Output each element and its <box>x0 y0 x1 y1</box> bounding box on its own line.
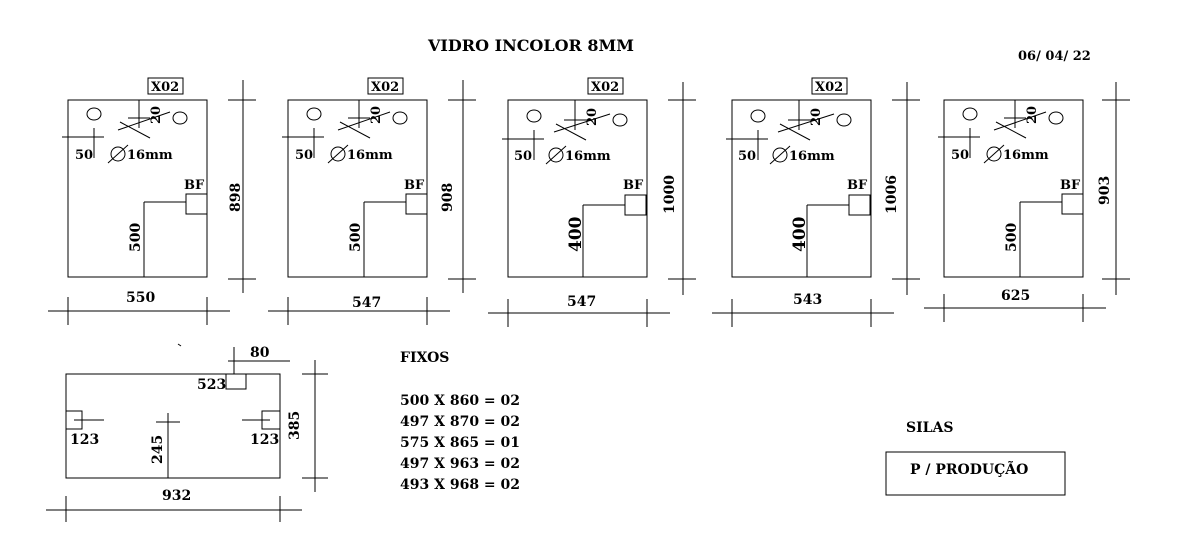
bf-label: BF <box>404 178 425 193</box>
hole-left <box>750 109 766 123</box>
dim-offset-y: 20 <box>809 108 824 126</box>
diameter-symbol <box>330 146 346 162</box>
diameter-symbol <box>986 146 1002 162</box>
dim-width: 550 <box>126 290 155 306</box>
panel-outline <box>67 99 208 278</box>
signature-name: SILAS <box>906 420 953 436</box>
glass-panel-5: 20 50 16mm BF 500 903 625 <box>924 82 1130 322</box>
dim-offset-x: 50 <box>738 149 756 164</box>
dim-height: 898 <box>228 183 244 212</box>
hole-right <box>392 111 408 125</box>
dim-bf-height: 400 <box>566 216 586 252</box>
hole-right <box>172 111 188 125</box>
panel-outline <box>287 99 428 278</box>
hole-diameter: 16mm <box>565 149 611 164</box>
glass-panel-1: X02 20 50 16mm BF 500 898 550 <box>48 77 256 325</box>
bf-box <box>185 193 208 215</box>
bf-label: BF <box>1060 178 1081 193</box>
panel-tag: X02 <box>371 80 399 95</box>
dim-bf-height: 500 <box>128 223 144 252</box>
dim-width: 547 <box>567 294 596 310</box>
dim-top-notch-width: 80 <box>250 345 270 361</box>
bf-label: BF <box>623 178 644 193</box>
glass-panel-3: X02 20 50 16mm BF 400 1000 547 <box>488 77 696 327</box>
diameter-symbol <box>548 147 564 163</box>
bf-box <box>1061 193 1084 215</box>
fixos-item: 497 X 870 = 02 <box>400 414 520 430</box>
wide-glass-panel: 80 523 123 123 245 385 932 <box>46 343 328 522</box>
dim-offset-x: 50 <box>75 148 93 163</box>
dim-width: 625 <box>1001 288 1030 304</box>
production-stamp: P / PRODUÇÃO <box>910 459 1028 478</box>
diameter-symbol <box>772 147 788 163</box>
panel-outline <box>943 99 1084 278</box>
dim-offset-y: 20 <box>369 106 384 124</box>
top-notch <box>225 373 247 390</box>
dim-top-notch-offset: 523 <box>197 377 226 393</box>
dim-height: 908 <box>440 183 456 212</box>
drawing-title: VIDRO INCOLOR 8MM <box>427 36 634 55</box>
fixos-heading: FIXOS <box>400 350 449 366</box>
fixos-item: 575 X 865 = 01 <box>400 435 520 451</box>
dim-bf-height: 500 <box>1004 223 1020 252</box>
panel-outline <box>507 99 648 278</box>
hole-left <box>526 109 542 123</box>
dim-offset-y: 20 <box>1025 106 1040 124</box>
panel-tag: X02 <box>815 80 843 95</box>
bf-label: BF <box>184 178 205 193</box>
panel-outline <box>731 99 872 278</box>
dim-left-notch: 123 <box>70 432 99 448</box>
dim-height: 1006 <box>884 175 900 214</box>
dim-bf-height: 500 <box>348 223 364 252</box>
tag-box <box>367 77 404 95</box>
dim-height: 903 <box>1097 176 1113 205</box>
dim-width: 547 <box>352 295 381 311</box>
dim-right-notch: 123 <box>250 432 279 448</box>
fixos-item: 497 X 963 = 02 <box>400 456 520 472</box>
bf-label: BF <box>847 178 868 193</box>
panel-tag: X02 <box>151 80 179 95</box>
panel-outline <box>65 373 281 479</box>
bf-box <box>624 194 647 216</box>
glass-panel-4: X02 20 50 16mm BF 400 1006 543 <box>712 77 920 327</box>
hole-diameter: 16mm <box>127 148 173 163</box>
hole-diameter: 16mm <box>347 148 393 163</box>
fixos-list: FIXOS 500 X 860 = 02 497 X 870 = 02 575 … <box>400 350 520 493</box>
dim-offset-x: 50 <box>295 148 313 163</box>
glass-panel-2: X02 20 50 16mm BF 500 908 547 <box>268 77 476 325</box>
tag-box <box>587 77 624 95</box>
diameter-symbol <box>110 146 126 162</box>
bf-box <box>405 193 428 215</box>
dim-width: 543 <box>793 292 822 308</box>
fixos-item: 493 X 968 = 02 <box>400 477 520 493</box>
fixos-item: 500 X 860 = 02 <box>400 393 520 409</box>
hole-left <box>306 107 322 121</box>
panel-tag: X02 <box>591 80 619 95</box>
production-stamp-box <box>885 451 1066 496</box>
tag-box <box>147 77 184 95</box>
tag-box <box>811 77 848 95</box>
hole-left <box>962 107 978 121</box>
dim-offset-x: 50 <box>514 149 532 164</box>
dim-offset-y: 20 <box>585 108 600 126</box>
hole-right <box>612 113 628 127</box>
hole-right <box>836 113 852 127</box>
dim-height: 1000 <box>662 175 678 214</box>
dim-offset-x: 50 <box>951 148 969 163</box>
hole-diameter: 16mm <box>1003 148 1049 163</box>
bf-box <box>848 194 871 216</box>
dim-offset-y: 20 <box>149 106 164 124</box>
dim-bf-height: 400 <box>790 216 810 252</box>
hole-right <box>1048 111 1064 125</box>
dim-height: 385 <box>287 411 303 440</box>
drawing-date: 06/ 04/ 22 <box>1018 49 1091 64</box>
hole-left <box>86 107 102 121</box>
dim-width: 932 <box>162 488 191 504</box>
dim-center-height: 245 <box>150 435 166 464</box>
hole-diameter: 16mm <box>789 149 835 164</box>
